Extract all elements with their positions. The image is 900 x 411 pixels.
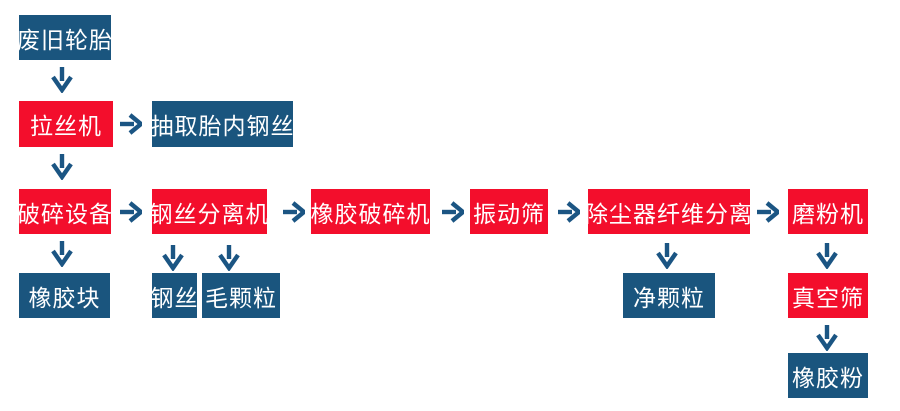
node-label: 橡胶块 [28,284,101,311]
node-wire-drawing-machine: 拉丝机 [19,101,113,147]
arrow-right-icon [119,112,145,136]
node-label: 橡胶破碎机 [310,200,431,227]
node-grinding-machine: 磨粉机 [788,189,868,234]
node-label: 磨粉机 [792,200,864,227]
node-extract-inner-steel-wire: 抽取胎内钢丝 [150,101,295,147]
node-waste-tires: 废旧轮胎 [17,15,113,60]
arrow-down-icon [50,240,74,268]
arrow-down-icon [815,242,839,270]
node-steel-wire: 钢丝 [150,273,199,318]
node-fuzzy-granules: 毛颗粒 [202,273,280,318]
node-label: 真空筛 [792,284,864,311]
node-label: 钢丝 [150,284,199,311]
arrow-right-icon [282,200,308,224]
node-label: 破碎设备 [17,200,113,227]
node-label: 废旧轮胎 [17,26,113,53]
node-rubber-crusher: 橡胶破碎机 [311,189,430,234]
arrow-right-icon [756,200,782,224]
node-label: 振动筛 [473,200,545,227]
node-vibrating-screen: 振动筛 [470,189,548,234]
arrow-down-icon [50,153,74,181]
node-clean-granules: 净颗粒 [623,273,715,318]
arrow-down-icon [50,66,74,94]
arrow-right-icon [441,200,467,224]
node-crushing-equipment: 破碎设备 [17,189,113,234]
arrow-down-icon [161,244,185,272]
node-label: 钢丝分离机 [149,200,270,227]
arrow-right-icon [119,200,145,224]
node-dust-collector-fiber-separation: 除尘器纤维分离 [585,189,753,234]
node-label: 除尘器纤维分离 [585,200,753,227]
arrow-down-icon [217,244,241,272]
node-label: 拉丝机 [30,113,102,139]
arrow-down-icon [815,324,839,352]
node-rubber-powder: 橡胶粉 [788,353,868,398]
node-label: 橡胶粉 [792,364,864,391]
node-vacuum-screen: 真空筛 [788,273,868,318]
arrow-down-icon [655,242,679,270]
node-label: 净颗粒 [633,284,705,311]
node-label: 毛颗粒 [205,284,277,311]
node-steel-wire-separator: 钢丝分离机 [149,189,270,234]
arrow-right-icon [557,200,583,224]
node-label: 抽取胎内钢丝 [150,113,295,139]
node-rubber-block: 橡胶块 [19,273,110,318]
